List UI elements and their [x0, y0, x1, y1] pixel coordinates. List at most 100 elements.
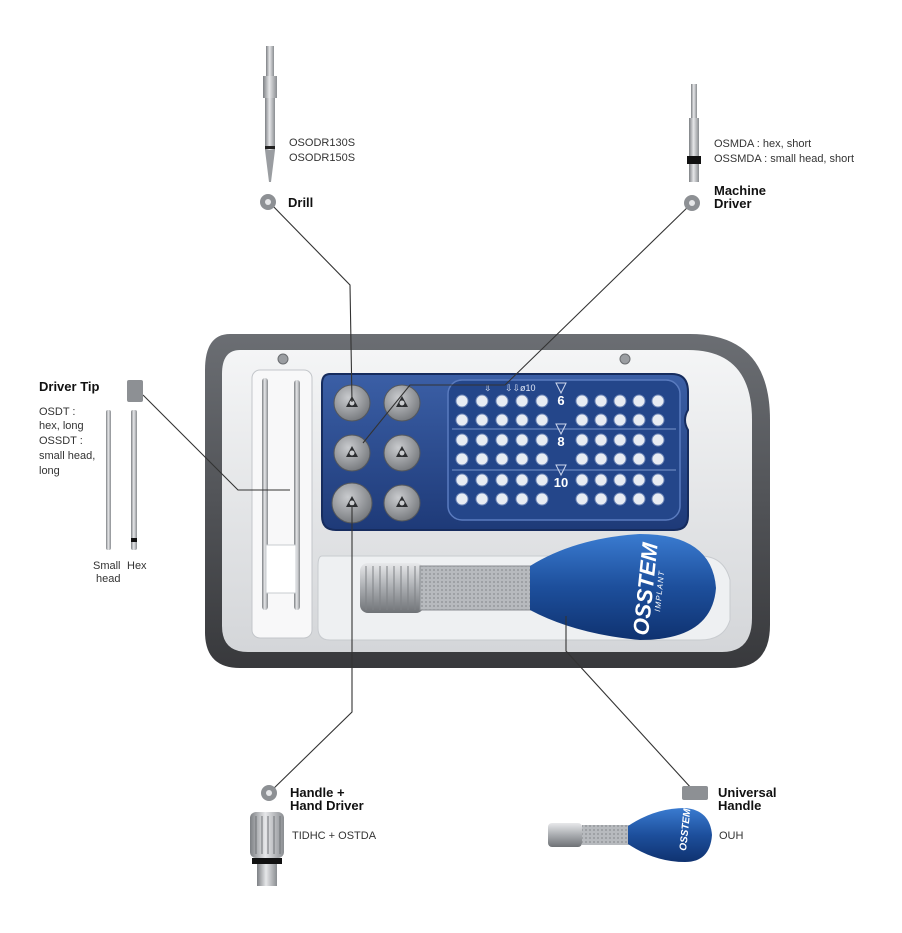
header-mark-2: ⇩⇩ [505, 383, 520, 393]
pin-hole [535, 452, 549, 466]
pin-hole [575, 394, 589, 408]
pin-hole [535, 394, 549, 408]
screw-icon [331, 482, 373, 524]
drill-code-2: OSODR150S [289, 152, 356, 164]
pin-hole [613, 394, 627, 408]
length-labels: 6 8 10 [554, 382, 568, 490]
pin-hole [475, 492, 489, 506]
drill-code-1: OSODR130S [289, 137, 356, 149]
driver-tip-tab [265, 544, 297, 594]
pin-hole [594, 452, 608, 466]
pin-hole [455, 433, 469, 447]
hand-driver-code: TIDHC + OSTDA [292, 830, 377, 842]
screw-icon [383, 484, 421, 522]
pin-hole [632, 452, 646, 466]
hand-driver-tool [250, 812, 284, 886]
pin-hole [632, 394, 646, 408]
universal-handle-swatch [682, 786, 708, 800]
handle-blue-grip [530, 534, 716, 640]
leader-handle-driver [268, 505, 353, 794]
driver-holder-screws [331, 384, 421, 524]
svg-text:OSSTEM: OSSTEM [678, 808, 693, 852]
pin-hole [594, 473, 608, 487]
universal-handle-tool: OSSTEM [548, 786, 712, 862]
pin-hole [455, 473, 469, 487]
tray-screw-left [277, 353, 289, 365]
pin-hole [632, 413, 646, 427]
pin-hole [535, 433, 549, 447]
machine-driver-badge-icon [684, 195, 700, 211]
pin-hole [495, 433, 509, 447]
pin-hole [475, 413, 489, 427]
driver-tip-recess [251, 369, 313, 639]
pin-hole [613, 452, 627, 466]
length-label: 6 [557, 393, 564, 408]
driver-tip-desc-1: OSDT : [39, 406, 76, 418]
leader-universal-handle [565, 616, 693, 790]
driver-tip-desc-3: OSSDT : [39, 435, 83, 447]
pin-hole [515, 492, 529, 506]
pin-hole [475, 433, 489, 447]
pin-hole [515, 452, 529, 466]
machine-driver-title-line1: Machine [714, 183, 767, 198]
pin-hole [515, 433, 529, 447]
pin-hole [475, 394, 489, 408]
pin-hole [613, 433, 627, 447]
pin-hole [475, 452, 489, 466]
machine-driver-code-1: OSMDA : hex, short [714, 138, 812, 150]
pin-hole [632, 473, 646, 487]
tray-universal-handle: OSSTEM IMPLANT [360, 534, 716, 640]
leader-drill [268, 201, 353, 403]
pin-hole [535, 492, 549, 506]
tray-screw-right [619, 353, 631, 365]
universal-handle-code: OUH [719, 830, 744, 842]
machine-driver-tool [687, 84, 701, 182]
pin-hole [495, 473, 509, 487]
pin-hole [455, 394, 469, 408]
driver-tip-desc-2: hex, long [39, 420, 84, 432]
pin-hole [515, 413, 529, 427]
machine-driver-code-2: OSSMDA : small head, short [714, 153, 854, 165]
drill-title: Drill [288, 195, 314, 210]
pin-hole [651, 492, 665, 506]
pin-hole [495, 452, 509, 466]
pin-hole [575, 433, 589, 447]
pin-hole [613, 413, 627, 427]
length-label: 10 [554, 475, 568, 490]
screw-icon [383, 384, 421, 422]
handle-cap [360, 563, 424, 613]
pin-hole [613, 473, 627, 487]
screw-icon [383, 434, 421, 472]
machine-driver-title-line2: Driver [714, 196, 752, 211]
pin-hole [594, 433, 608, 447]
driver-tip-hex-label: Hex [127, 560, 147, 572]
length-label: 8 [557, 434, 564, 449]
header-mark-3: ø10 [520, 383, 536, 393]
pin-hole [495, 394, 509, 408]
driver-tip-title: Driver Tip [39, 379, 100, 394]
hand-driver-badge-icon [261, 785, 277, 801]
pin-hole [455, 492, 469, 506]
pin-hole [495, 413, 509, 427]
pin-hole [613, 492, 627, 506]
pin-hole [651, 473, 665, 487]
pin-hole [515, 394, 529, 408]
pin-hole [651, 413, 665, 427]
universal-handle-title-line1: Universal [718, 785, 777, 800]
pin-hole [594, 413, 608, 427]
pin-hole [651, 452, 665, 466]
hand-driver-title-line1: Handle + [290, 785, 345, 800]
pin-hole [535, 473, 549, 487]
drill-badge-icon [260, 194, 276, 210]
pin-hole [455, 413, 469, 427]
driver-tip-small-head-label-2: head [96, 573, 121, 585]
universal-handle-title-line2: Handle [718, 798, 762, 813]
pin-hole [651, 394, 665, 408]
pin-hole [651, 433, 665, 447]
pin-hole [495, 492, 509, 506]
handle-knurl [419, 565, 533, 611]
leader-lines [142, 201, 693, 794]
